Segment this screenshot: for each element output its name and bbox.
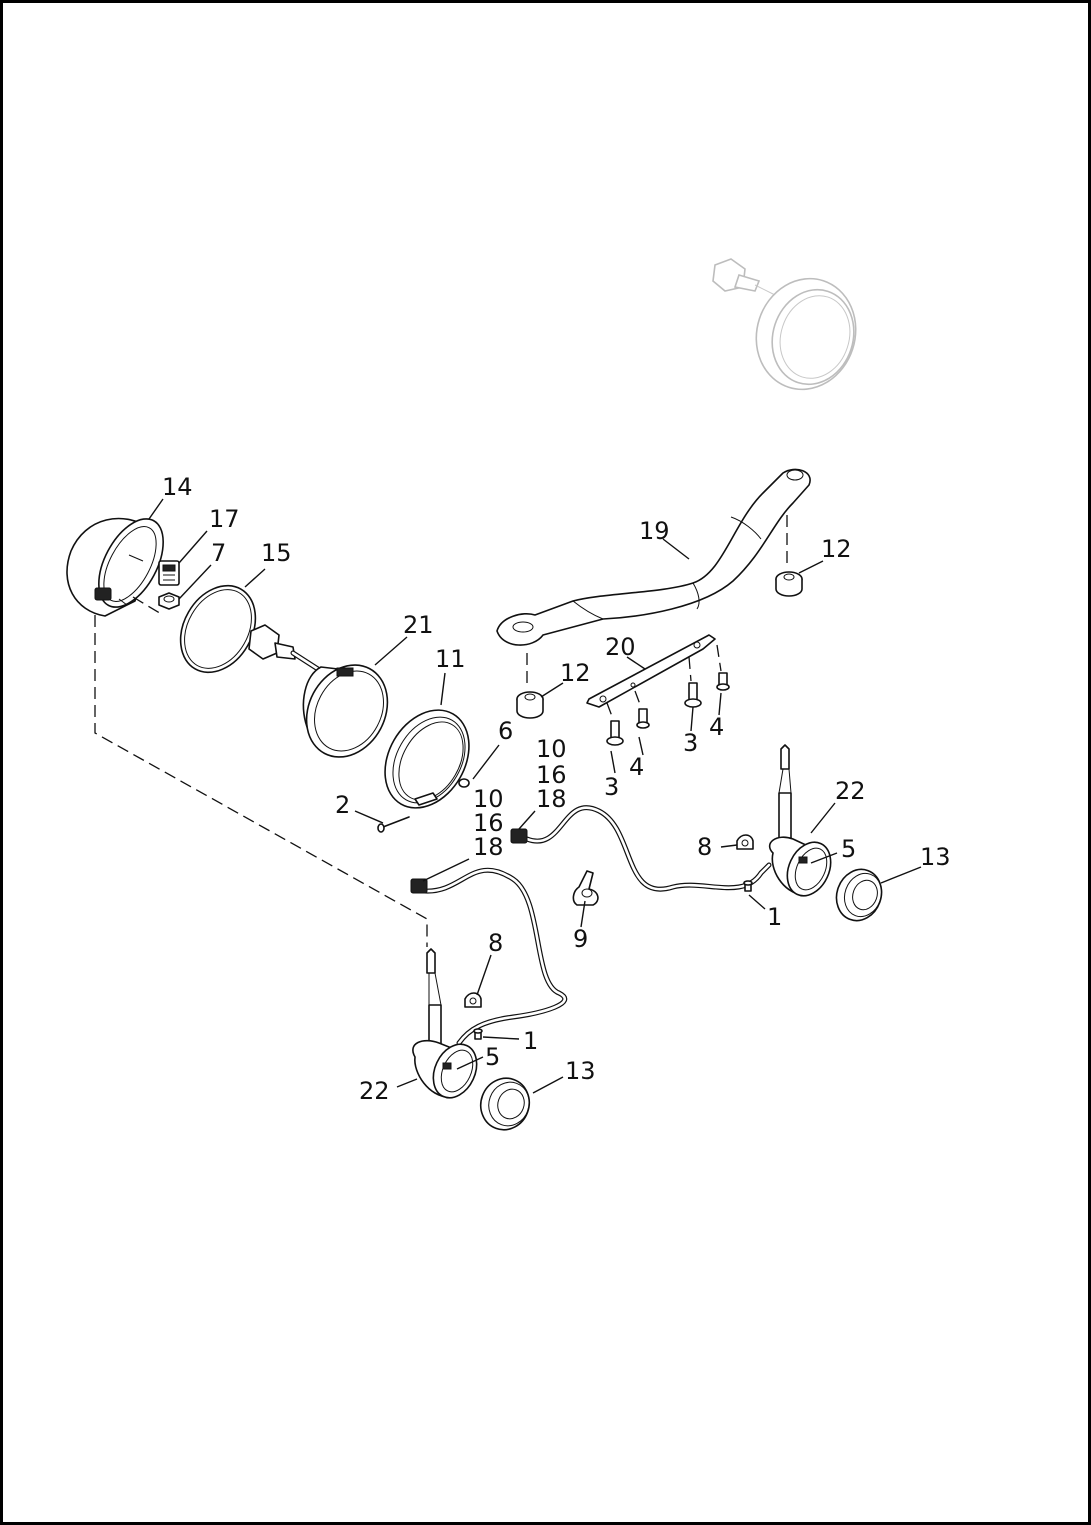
callout-22-right: 22 [835, 777, 866, 805]
callout-6: 6 [498, 717, 513, 745]
led-headlamp-21 [248, 624, 389, 758]
reference-headlamp-ghost [712, 258, 857, 391]
retaining-ring-15 [179, 584, 257, 674]
callout-12-right: 12 [821, 535, 852, 563]
callout-10-lower: 10 [473, 785, 504, 813]
callout-2: 2 [335, 791, 350, 819]
callout-14: 14 [162, 473, 193, 501]
mounting-bar-19 [496, 468, 811, 646]
assembly-lines [94, 515, 788, 947]
screw-1-left [473, 1028, 483, 1040]
callout-8-right: 8 [697, 833, 712, 861]
callout-4-right: 4 [709, 713, 724, 741]
callout-3-left: 3 [604, 773, 619, 801]
callout-15: 15 [261, 539, 292, 567]
washer-4-left [636, 708, 650, 729]
callout-22-left: 22 [359, 1077, 390, 1105]
callout-13-left: 13 [565, 1057, 596, 1085]
turn-signal-22-left [412, 948, 478, 1099]
nut-7 [158, 592, 180, 610]
callout-20: 20 [605, 633, 636, 661]
grommet-12-right [775, 571, 803, 597]
callout-17: 17 [209, 505, 240, 533]
nut-6 [458, 778, 470, 788]
callout-3-right: 3 [683, 729, 698, 757]
callout-10-upper: 10 [536, 735, 567, 763]
callout-11: 11 [435, 645, 466, 673]
callout-7: 7 [211, 539, 226, 567]
callout-18-lower: 18 [473, 833, 504, 861]
callout-4-left: 4 [629, 753, 644, 781]
harness-left [410, 867, 568, 1046]
leader-lines [148, 498, 922, 1094]
callout-21: 21 [403, 611, 434, 639]
clip-9 [572, 870, 599, 906]
callout-1-right: 1 [767, 903, 782, 931]
lens-13-right [835, 868, 883, 922]
cable-clip-8-left [464, 992, 482, 1008]
headlamp-housing [66, 517, 164, 617]
callout-16-upper: 16 [536, 761, 567, 789]
callout-13-right: 13 [920, 843, 951, 871]
callouts: 14 17 7 15 21 11 19 12 12 20 6 2 10 16 1… [162, 473, 951, 1105]
grommet-12-left [516, 691, 544, 719]
callout-12-left: 12 [560, 659, 591, 687]
callout-18-upper: 18 [536, 785, 567, 813]
parts-diagram: 14 17 7 15 21 11 19 12 12 20 6 2 10 16 1… [66, 258, 951, 1131]
screw-2 [377, 816, 410, 833]
bracket-20 [586, 634, 716, 708]
screw-3-left [606, 720, 624, 746]
callout-5-left: 5 [485, 1043, 500, 1071]
connector-17 [158, 560, 180, 586]
cable-clip-8-right [736, 834, 754, 850]
callout-19: 19 [639, 517, 670, 545]
callout-1-left: 1 [523, 1027, 538, 1055]
washer-4-right [716, 672, 730, 691]
callout-9: 9 [573, 925, 588, 953]
callout-8-left: 8 [488, 929, 503, 957]
callout-5-right: 5 [841, 835, 856, 863]
screw-3-right [684, 682, 702, 708]
harness-right [510, 805, 772, 892]
trim-ring-11 [384, 709, 470, 809]
callout-16-lower: 16 [473, 809, 504, 837]
turn-signal-22-right [768, 744, 832, 897]
screw-1-right [743, 880, 753, 892]
lens-13-left [479, 1077, 531, 1131]
